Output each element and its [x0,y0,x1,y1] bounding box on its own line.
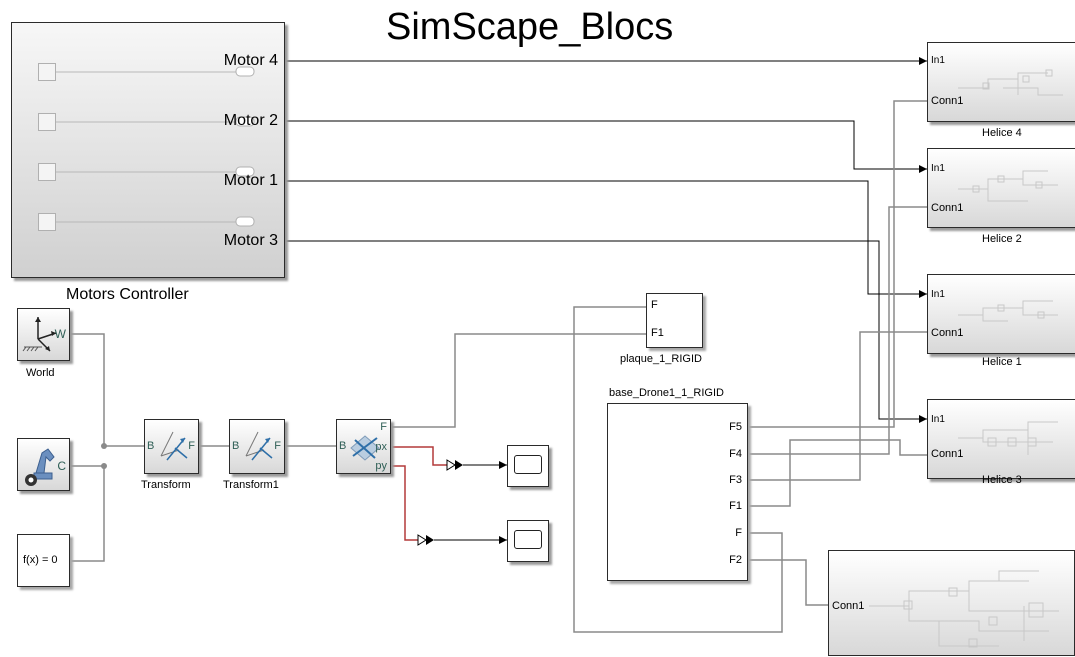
ps-converter-2b [426,535,434,545]
helice-3-internal-icon [958,421,1058,455]
helice-4-conn1: Conn1 [931,95,964,107]
helice-4-in1: In1 [931,55,945,66]
robot-arm-gear-icon [25,448,55,486]
helice-1-conn1: Conn1 [931,327,964,339]
joint-port-px: px [375,441,387,453]
helice-3-conn1: Conn1 [931,448,964,460]
world-caption: World [26,367,55,379]
phys-line-solver[interactable] [70,466,105,562]
plaque-block[interactable]: F F1 [646,293,703,348]
constant-box-1 [38,63,56,81]
helice-1-block[interactable]: In1 Conn1 [927,274,1075,354]
scope-1-block[interactable] [507,445,549,487]
signal-line-motor1[interactable] [285,180,927,298]
helice-4-caption: Helice 4 [982,127,1022,139]
base-drone-block[interactable]: F5 F4 F3 F1 F F2 [607,403,748,581]
helice-1-caption: Helice 1 [982,356,1022,368]
port-motor1: Motor 1 [223,172,278,189]
plaque-caption: plaque_1_RIGID [620,353,702,365]
signal-line-motor3[interactable] [285,240,927,423]
helice-4-internal-icon [958,69,1063,96]
base-port-f: F [735,527,742,539]
ps-converter-1[interactable] [446,459,456,471]
constant-box-3 [38,163,56,181]
scope-2-screen-icon [514,530,542,549]
signal-line-motor2[interactable] [285,120,927,173]
joint-block[interactable]: B F px py [336,419,391,474]
joint-port-py: py [375,460,387,472]
world-port-w: W [54,327,66,341]
ps-converter-1b [455,460,463,470]
phys-line-f2-conn1[interactable] [748,559,828,606]
transform1-port-b: B [232,440,240,452]
diagram-title: SimScape_Blocs [386,6,674,48]
phys-line-f1-conn1[interactable] [748,439,928,507]
phys-line-f5-conn1[interactable] [748,100,928,428]
helice-3-block[interactable]: In1 Conn1 [927,399,1075,479]
sensor-line-px[interactable] [391,446,447,466]
helice-2-conn1: Conn1 [931,202,964,214]
solver-label: f(x) = 0 [23,554,58,566]
base-drone-caption: base_Drone1_1_RIGID [609,387,724,399]
config-port-c: C [57,459,66,473]
helice-3-in1: In1 [931,414,945,425]
ps-converter-2[interactable] [417,534,427,546]
port-motor3: Motor 3 [223,232,278,249]
base-port-f1: F1 [729,500,742,512]
helice-3-caption: Helice 3 [982,474,1022,486]
transform-icon [160,431,188,461]
base-port-f4: F4 [729,448,742,460]
joint-port-f: F [380,421,387,433]
helice-4-block[interactable]: In1 Conn1 [927,42,1075,122]
transform1-icon [245,431,273,461]
solver-config-block[interactable]: f(x) = 0 [17,534,70,587]
port-motor2: Motor 2 [223,112,278,129]
transform-block[interactable]: B F [144,419,199,474]
mechanism-config-block[interactable]: C [17,438,70,491]
helice-1-internal-icon [958,300,1058,322]
constant-box-4 [38,213,56,231]
helice-2-in1: In1 [931,163,945,174]
phys-line-f3-conn1[interactable] [748,331,928,481]
helice-1-in1: In1 [931,289,945,300]
phys-line-f-loop[interactable] [573,306,783,633]
joint-port-b: B [339,440,347,452]
transform1-block[interactable]: B F [229,419,285,474]
plaque-port-f1: F1 [651,327,664,339]
helice-2-block[interactable]: In1 Conn1 [927,148,1075,228]
plaque-port-f: F [651,299,658,311]
sensor-line-py[interactable] [391,465,418,541]
base-port-f2: F2 [729,554,742,566]
phys-line-world[interactable] [70,333,105,446]
scope-2-block[interactable] [507,520,549,562]
base-port-f3: F3 [729,474,742,486]
constant-box-2 [38,113,56,131]
port-motor4: Motor 4 [223,52,278,69]
subsystem-conn1: Conn1 [832,600,865,612]
helice-2-internal-icon [958,170,1058,202]
transform1-port-f: F [274,440,281,452]
motors-controller-caption: Motors Controller [66,286,189,303]
world-frame-icon [22,317,57,352]
controller-internal-lines [56,66,255,227]
motors-controller-block[interactable]: Motor 4 Motor 2 Motor 1 Motor 3 [11,22,285,278]
planar-joint-icon [350,435,380,461]
transform1-caption: Transform1 [223,479,279,491]
transform-port-b: B [147,440,155,452]
bottom-subsystem-block[interactable]: Conn1 [828,550,1075,656]
phys-line-f4-conn1[interactable] [748,206,928,455]
phys-line-joint-plaque[interactable] [391,333,646,428]
helice-2-caption: Helice 2 [982,233,1022,245]
base-port-f5: F5 [729,421,742,433]
world-block[interactable]: W [17,308,70,361]
scope-1-screen-icon [514,455,542,474]
transform-port-f: F [188,440,195,452]
transform-caption: Transform [141,479,191,491]
subsystem-internal-icon [869,570,1059,648]
